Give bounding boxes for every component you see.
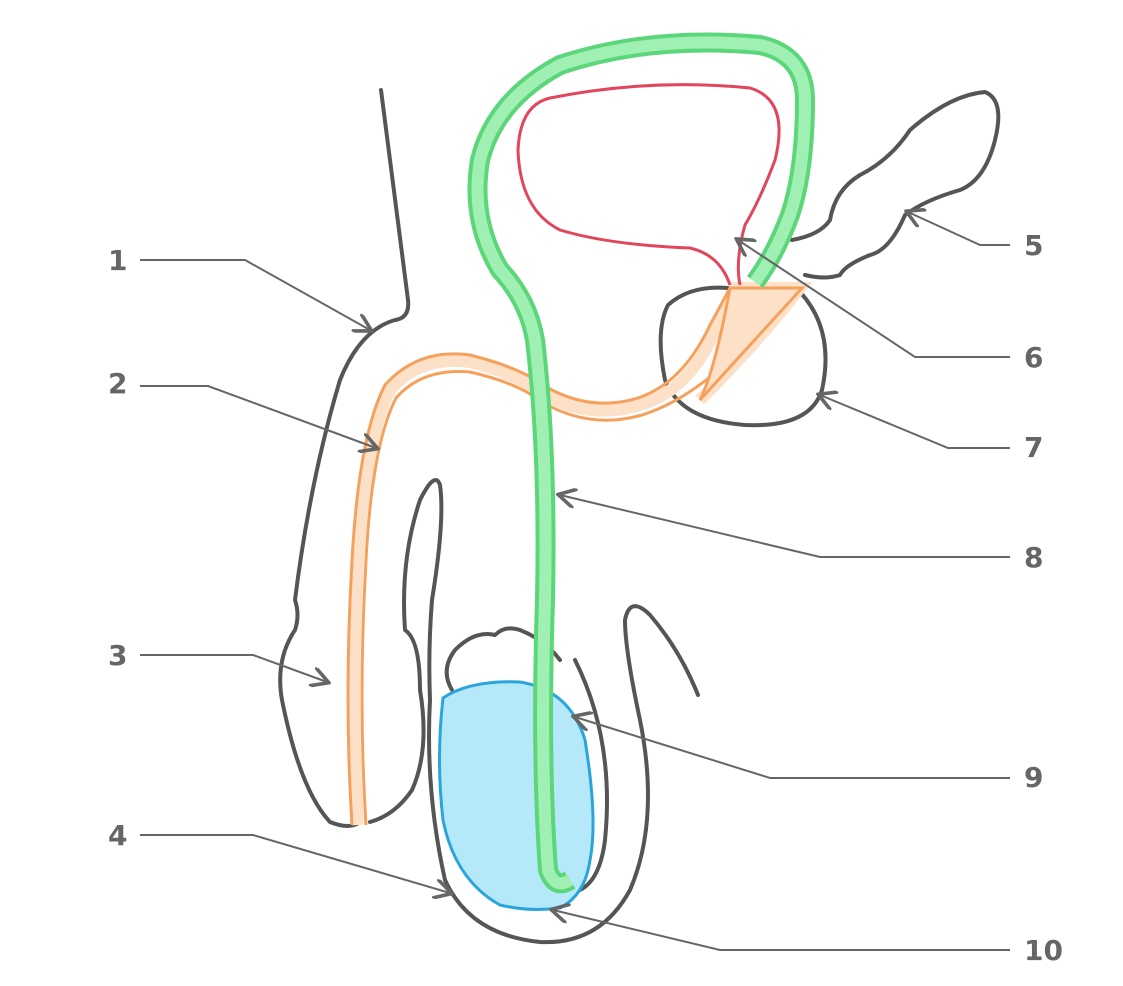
epididymis-outline (444, 626, 609, 892)
bladder-outline (516, 83, 781, 286)
prostate-outline (658, 285, 828, 428)
label-5: 5 (1024, 229, 1043, 262)
glans-outline (368, 478, 444, 824)
label-3: 3 (108, 639, 127, 672)
label-10: 10 (1024, 934, 1063, 967)
label-2: 2 (108, 367, 127, 400)
label-7: 7 (1024, 431, 1043, 464)
abdominal-wall-outline (278, 88, 411, 828)
label-9: 9 (1024, 761, 1043, 794)
urethra-outline-inner (360, 286, 804, 826)
leader-lines (140, 212, 1010, 951)
testis (438, 680, 595, 911)
label-1: 1 (108, 244, 127, 277)
label-4: 4 (108, 819, 127, 852)
urethra-fill (348, 282, 813, 826)
seminal-vesicle-outline (790, 90, 1001, 280)
urethra-outline-outer (346, 287, 732, 826)
label-6: 6 (1024, 341, 1043, 374)
vas-deferens-lumen (471, 36, 811, 890)
label-8: 8 (1024, 541, 1043, 574)
prostatic-urethra (698, 286, 806, 402)
